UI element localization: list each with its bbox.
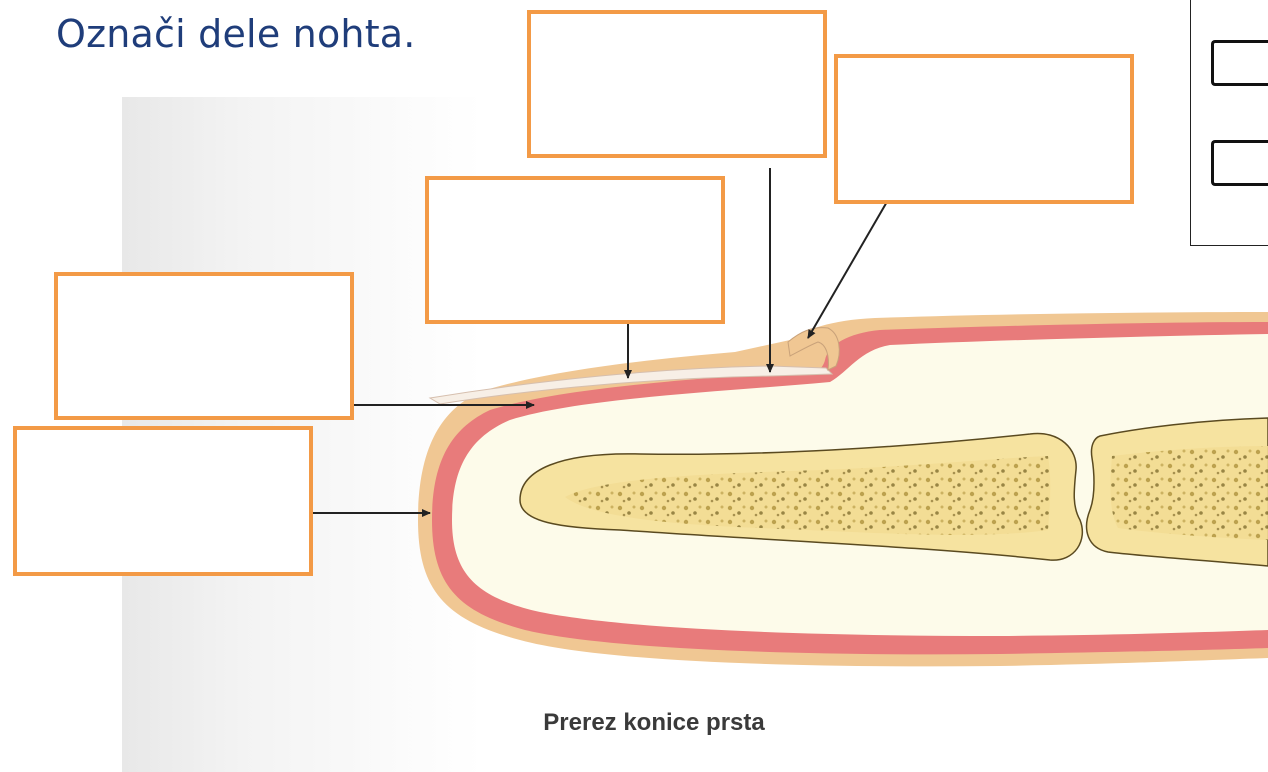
label-box-3[interactable] — [425, 176, 725, 324]
label-box-1[interactable] — [527, 10, 827, 158]
legend-panel — [1190, 0, 1268, 246]
pointer-arrow — [808, 200, 888, 338]
label-box-2[interactable] — [834, 54, 1134, 204]
middle-phalanx-marrow — [1110, 446, 1268, 540]
legend-slot-2[interactable] — [1211, 140, 1268, 186]
label-box-4[interactable] — [54, 272, 354, 420]
legend-slot-1[interactable] — [1211, 40, 1268, 86]
figure-caption: Prerez konice prsta — [0, 709, 1268, 737]
label-box-5[interactable] — [13, 426, 313, 576]
